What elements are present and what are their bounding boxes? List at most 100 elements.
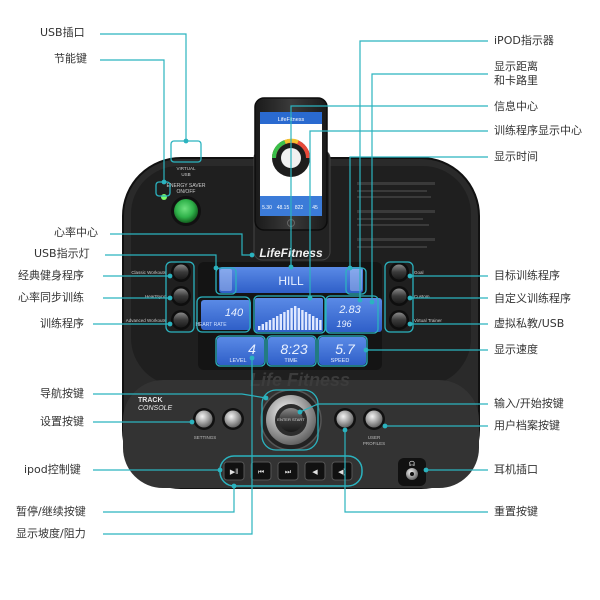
left-program-caption-1: HeartSync — [145, 294, 167, 299]
leader-line-2 — [110, 233, 252, 256]
left-program-caption-2: Advanced Workouts — [126, 318, 167, 323]
leader-line-7 — [93, 393, 267, 399]
label-message-center: 信息中心 — [494, 100, 538, 113]
leader-line-14 — [290, 105, 488, 267]
volume-up-icon: ◀) — [338, 469, 346, 476]
power-caption: ENERGY SAVER — [167, 183, 206, 189]
leader-line-3 — [105, 254, 217, 268]
profile-bar-15 — [312, 316, 315, 330]
profile-bar-0 — [258, 326, 261, 330]
right-program-button-2[interactable] — [391, 312, 407, 328]
ipod-key-4[interactable] — [331, 461, 353, 481]
leader-dot-9 — [217, 467, 223, 473]
left-program-caption-0: Classic Workouts — [131, 270, 166, 275]
level-label: LEVEL — [229, 358, 246, 364]
profile-bar-11 — [297, 308, 300, 330]
ipod-key-3[interactable] — [304, 461, 326, 481]
label-pause-resume: 暂停/继续按键 — [16, 505, 86, 518]
program-name: HILL — [278, 274, 304, 288]
next-icon: ⏭ — [285, 469, 292, 476]
leader-dot-1 — [161, 179, 167, 185]
watermark-brand: Life Fitness — [250, 370, 350, 390]
label-program-display: 训练程序显示中心 — [494, 124, 582, 137]
leader-dot-0 — [183, 138, 189, 144]
time-panel — [268, 337, 315, 365]
label-power-save-key: 节能键 — [54, 52, 87, 65]
label-classic-programs: 经典健身程序 — [18, 269, 84, 282]
leader-lines — [93, 33, 488, 535]
label-training-programs: 训练程序 — [40, 317, 84, 330]
label-hr-center: 心率中心 — [54, 226, 98, 239]
leader-dot-23 — [423, 467, 429, 473]
heart-rate-caption: HEART RATE — [195, 322, 227, 328]
label-headphone-jack: 耳机插口 — [494, 463, 538, 476]
leader-dot-10 — [231, 483, 237, 489]
profile-bar-1 — [261, 324, 264, 330]
volume-down-icon: ◀ — [312, 469, 318, 476]
power-caption-2: ON/OFF — [177, 189, 196, 195]
leader-dot-22 — [382, 423, 388, 429]
power-save-button[interactable] — [174, 199, 198, 223]
ipod-keys: ▶‖ ⏮ ⏭ ◀ ◀) — [223, 461, 353, 481]
leader-dot-4 — [167, 273, 173, 279]
label-hr-sync: 心率同步训练 — [18, 291, 84, 304]
enter-start-button[interactable] — [279, 408, 303, 432]
right-program-button-1[interactable] — [391, 288, 407, 304]
power-led — [161, 194, 167, 200]
enter-caption: ENTER START — [277, 417, 305, 422]
left-program-button-0[interactable] — [173, 264, 189, 280]
profile-bar-8 — [286, 310, 290, 330]
ipod-key-2[interactable] — [277, 461, 299, 481]
profile-bar-2 — [265, 322, 268, 330]
leader-line-11 — [103, 358, 253, 535]
leader-line-21 — [299, 403, 488, 413]
ipod-control-bar: ▶‖ ⏮ ⏭ ◀ ◀) — [219, 455, 363, 487]
leader-line-13 — [371, 73, 488, 302]
label-incline-resistance: 显示坡度/阻力 — [16, 527, 86, 540]
navigation-wheel[interactable]: ENTER START — [260, 389, 322, 451]
profile-bars — [258, 306, 322, 330]
profile-bar-10 — [294, 306, 297, 330]
label-settings-key: 设置按键 — [40, 415, 84, 428]
heart-rate-value: 140 — [225, 307, 244, 319]
settings-button[interactable] — [195, 410, 213, 428]
reset-button[interactable] — [336, 410, 354, 428]
leader-dot-12 — [357, 297, 363, 303]
profile-bar-5 — [276, 316, 279, 330]
settings-confirm-button[interactable] — [224, 410, 242, 428]
left-program-button-1[interactable] — [173, 288, 189, 304]
leader-dot-3 — [213, 265, 219, 271]
speed-label: SPEED — [331, 358, 350, 364]
leader-dot-5 — [167, 295, 173, 301]
profile-bar-9 — [290, 308, 293, 330]
leader-line-0 — [100, 33, 187, 141]
model-line-2: CONSOLE — [138, 405, 173, 412]
leader-line-1 — [100, 59, 165, 182]
leader-dot-11 — [249, 355, 255, 361]
ipod-key-0[interactable] — [223, 461, 245, 481]
label-show-time: 显示时间 — [494, 150, 538, 163]
leader-dot-13 — [369, 299, 375, 305]
ipod-key-1[interactable] — [250, 461, 272, 481]
previous-icon: ⏮ — [258, 469, 264, 476]
leader-dot-16 — [347, 265, 353, 271]
distance-value: 2.83 — [338, 304, 361, 316]
play-pause-icon: ▶‖ — [230, 469, 238, 476]
leader-dot-6 — [167, 321, 173, 327]
virtual-caption: VIRTUAL — [177, 166, 196, 171]
distance-calories-panel — [326, 298, 382, 332]
leader-dot-19 — [407, 321, 413, 327]
profile-bar-17 — [319, 320, 322, 330]
right-program-button-0[interactable] — [391, 264, 407, 280]
label-usb-port: USB插口 — [40, 26, 85, 39]
leader-dot-20 — [363, 347, 369, 353]
leader-dot-15 — [307, 295, 313, 301]
user-profiles-button[interactable] — [365, 410, 383, 428]
leader-dot-24 — [342, 427, 348, 433]
right-program-caption-2: Virtual Trainer — [414, 318, 442, 323]
left-program-button-2[interactable] — [173, 312, 189, 328]
phone-stat-0: 5.30 — [262, 205, 272, 211]
